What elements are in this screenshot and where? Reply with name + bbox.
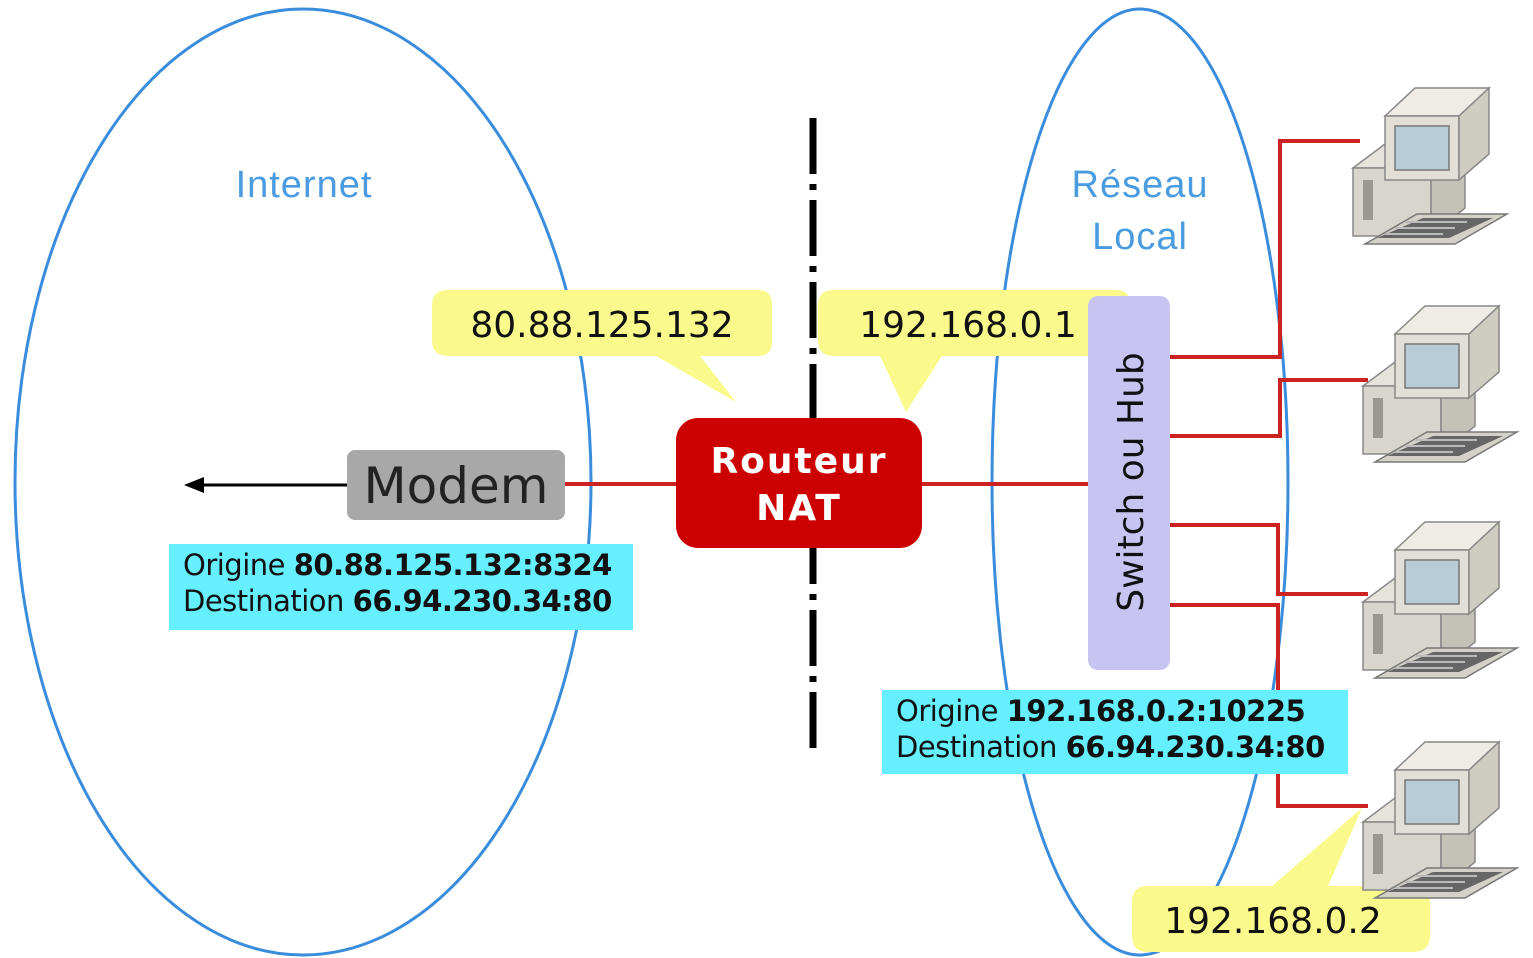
modem-label: Modem — [364, 457, 549, 515]
local-network-label-line1: Réseau — [1072, 164, 1209, 206]
local-origin-row: Origine 192.168.0.2:10225 — [896, 693, 1334, 729]
client-ip-callout: 192.168.0.2 — [1132, 808, 1430, 952]
router-label-line2: NAT — [756, 488, 842, 529]
outgoing-destination-row: Destination 66.94.230.34:80 — [183, 583, 619, 619]
local-destination-row: Destination 66.94.230.34:80 — [896, 729, 1334, 765]
local-network-label-line2: Local — [1092, 216, 1188, 258]
modem-box: Modem — [347, 450, 565, 520]
client-ip-text: 192.168.0.2 — [1164, 901, 1382, 942]
outgoing-destination-label: Destination — [183, 584, 344, 618]
local-destination-label: Destination — [896, 730, 1057, 764]
outgoing-origin-row: Origine 80.88.125.132:8324 — [183, 547, 619, 583]
computer-1-icon — [1352, 87, 1508, 245]
switch-hub-box: Switch ou Hub — [1088, 296, 1170, 670]
local-origin-value: 192.168.0.2:10225 — [1006, 694, 1306, 728]
public-ip-callout: 80.88.125.132 — [432, 290, 772, 402]
public-ip-text: 80.88.125.132 — [470, 305, 733, 346]
router-lan-ip-callout: 192.168.0.1 — [818, 290, 1130, 412]
nat-router-box: Routeur NAT — [676, 418, 922, 548]
outgoing-packet-info: Origine 80.88.125.132:8324 Destination 6… — [169, 544, 633, 630]
local-packet-info: Origine 192.168.0.2:10225 Destination 66… — [882, 690, 1348, 774]
switch-label: Switch ou Hub — [1111, 352, 1152, 612]
computer-2-icon — [1362, 305, 1518, 463]
outgoing-origin-value: 80.88.125.132:8324 — [293, 548, 613, 582]
arrow-to-internet-icon — [184, 477, 350, 493]
local-destination-value: 66.94.230.34:80 — [1065, 730, 1326, 764]
router-label-line1: Routeur — [710, 441, 887, 482]
outgoing-destination-value: 66.94.230.34:80 — [352, 584, 613, 618]
local-origin-label: Origine — [896, 694, 999, 728]
router-lan-ip-text: 192.168.0.1 — [859, 305, 1077, 346]
computer-3-icon — [1362, 521, 1518, 679]
outgoing-origin-label: Origine — [183, 548, 286, 582]
internet-label: Internet — [236, 164, 373, 206]
computer-4-icon — [1362, 741, 1518, 899]
